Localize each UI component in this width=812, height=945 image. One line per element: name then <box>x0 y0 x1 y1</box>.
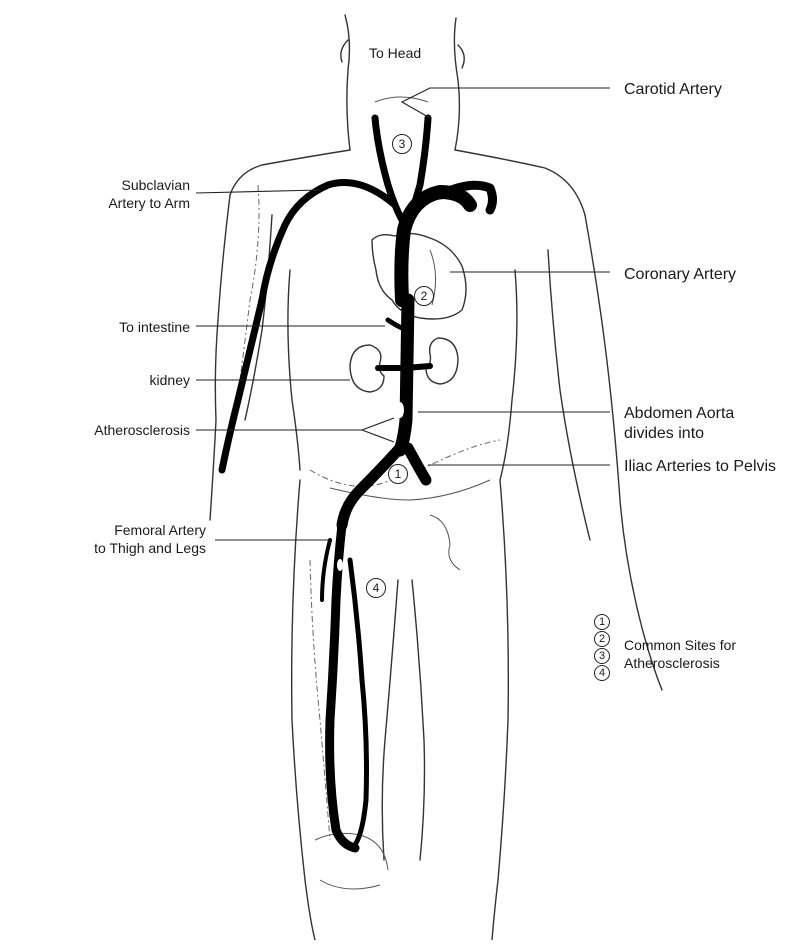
kidney-right <box>426 338 458 384</box>
site-marker-3: 3 <box>392 134 412 154</box>
torso-right <box>500 270 517 480</box>
descending-aorta <box>400 300 408 450</box>
leg-right-outer <box>492 480 508 940</box>
femoral-small-branch <box>322 540 330 600</box>
legend-number-2: 2 <box>594 631 610 647</box>
subclavian-label-line1: Subclavian <box>60 176 190 194</box>
legend-number-1: 1 <box>594 614 610 630</box>
femoral-label-line1: Femoral Artery <box>20 521 206 539</box>
abdomen-aorta-label: Abdomen Aorta divides into <box>624 404 734 444</box>
to-intestine-label: To intestine <box>60 318 190 336</box>
hip-right-detail <box>430 515 460 570</box>
femoral-artery-label: Femoral Artery to Thigh and Legs <box>20 521 206 557</box>
coronary-artery-label: Coronary Artery <box>624 265 736 285</box>
renal-right <box>406 366 430 368</box>
shoulder-left <box>230 150 350 195</box>
to-head-label: To Head <box>369 44 421 62</box>
legend: 1 2 3 4 Common Sites for Atherosclerosis <box>594 614 774 694</box>
legend-number-3: 3 <box>594 648 610 664</box>
ear-left <box>341 40 348 62</box>
femoral-label-line2: to Thigh and Legs <box>20 539 206 557</box>
atherosclerosis-label: Atherosclerosis <box>40 421 190 439</box>
femoral-branch <box>350 560 367 848</box>
pelvis-arc <box>310 470 400 486</box>
legend-text-line1: Common Sites for <box>624 636 736 654</box>
iliac-right <box>408 448 426 480</box>
neck-left-outline <box>345 15 350 150</box>
site-marker-2: 2 <box>414 286 434 306</box>
heart-outline <box>372 233 466 319</box>
subclavian-label: Subclavian Artery to Arm <box>60 176 190 212</box>
plaque-aorta <box>396 402 404 418</box>
legend-text-line2: Atherosclerosis <box>624 654 720 672</box>
legend-number-4: 4 <box>594 665 610 681</box>
arm-right-inner <box>548 250 590 540</box>
torso-left <box>288 270 300 470</box>
kidney-label: kidney <box>60 371 190 389</box>
abdomen-label-line2: divides into <box>624 424 734 444</box>
subclavian-label-line2: Artery to Arm <box>60 194 190 212</box>
carotid-artery-label: Carotid Artery <box>624 80 722 100</box>
site-marker-1: 1 <box>388 464 408 484</box>
iliac-left <box>342 448 400 525</box>
knee-left-2 <box>320 880 380 889</box>
leg-left-outer <box>292 480 315 940</box>
leg-inner-left <box>382 580 398 860</box>
ear-right <box>458 45 464 68</box>
abdomen-label-line1: Abdomen Aorta <box>624 404 734 424</box>
chin-line <box>375 97 428 102</box>
plaque-femoral <box>337 559 343 571</box>
leader-carotid <box>402 88 610 118</box>
site-marker-4: 4 <box>366 578 386 598</box>
leg-inner-right <box>412 580 425 860</box>
plaque-carotid <box>385 135 391 149</box>
iliac-arteries-label: Iliac Arteries to Pelvis <box>624 457 776 477</box>
neck-right-outline <box>454 18 459 150</box>
arm-left-dashed <box>236 185 259 410</box>
